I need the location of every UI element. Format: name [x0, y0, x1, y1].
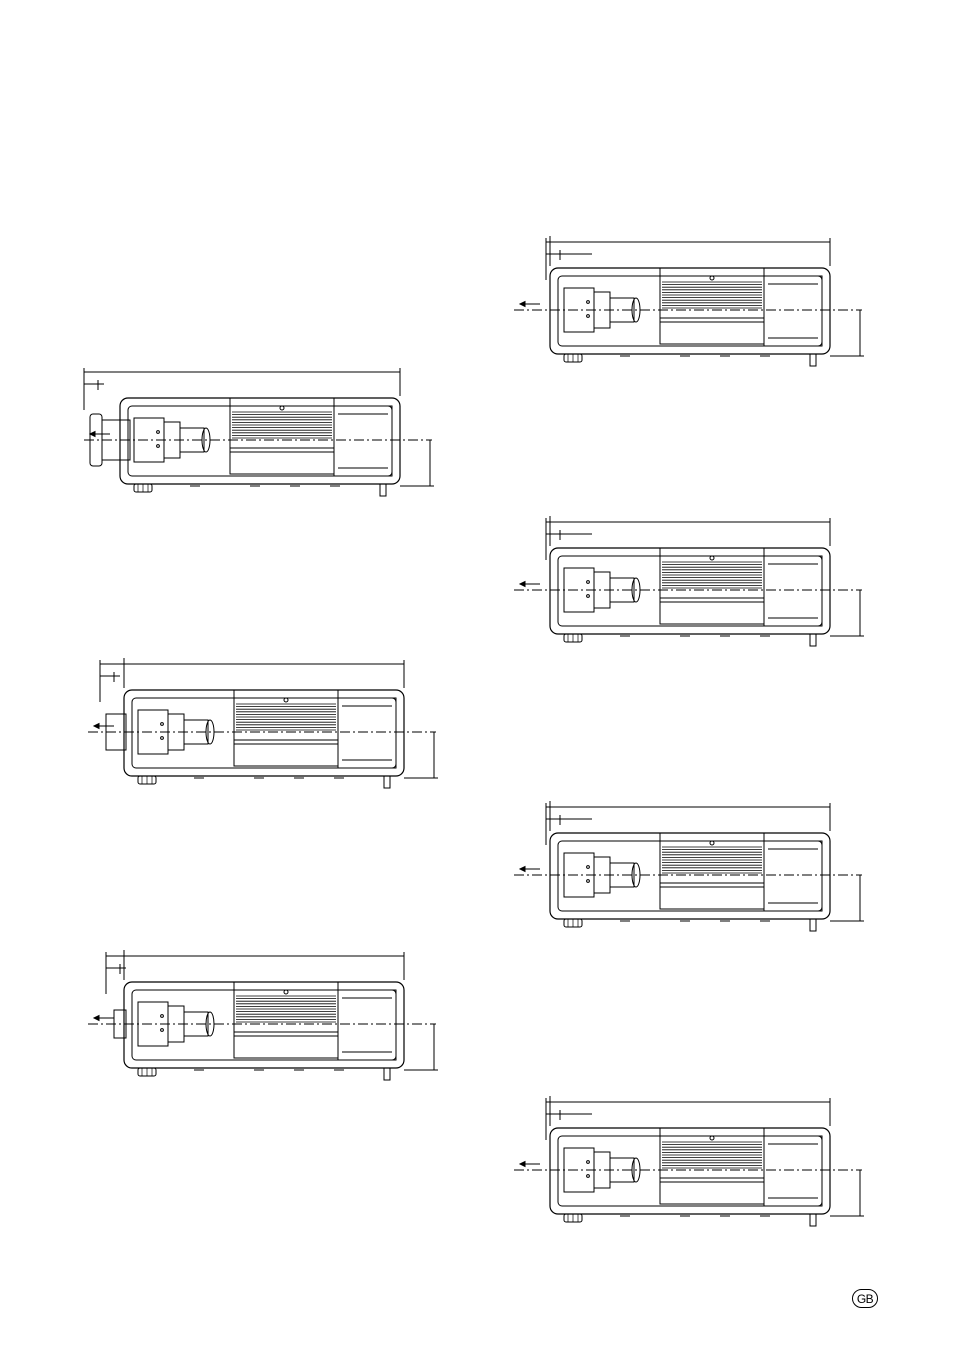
- body-outline: [550, 268, 830, 354]
- projector-drawing-lens-right-3: [510, 795, 870, 935]
- body-outline: [550, 833, 830, 919]
- region-badge: GB: [852, 1289, 878, 1308]
- projector-drawing-long-lens-left: [80, 360, 440, 500]
- body-outline: [550, 548, 830, 634]
- projector-drawing-lens-right-1: [510, 230, 870, 370]
- projector-drawing-short-lens-left: [84, 944, 444, 1084]
- body-outline: [550, 1128, 830, 1214]
- body-outline: [124, 982, 404, 1068]
- body-outline: [124, 690, 404, 776]
- projector-drawing-lens-right-2: [510, 510, 870, 650]
- projector-drawing-medium-lens-left: [84, 652, 444, 792]
- projector-drawing-lens-right-4: [510, 1090, 870, 1230]
- body-outline: [120, 398, 400, 484]
